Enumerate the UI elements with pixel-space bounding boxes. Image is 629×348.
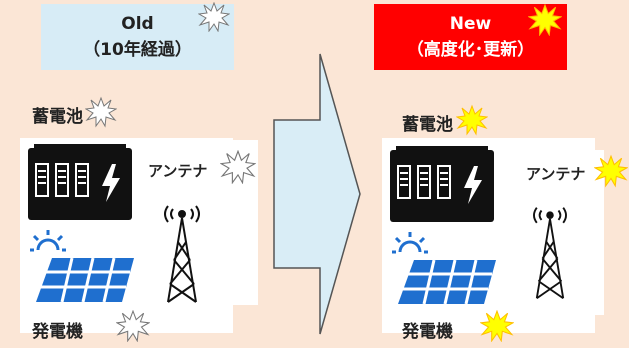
new-generator-label: 発電機 [402,322,453,342]
old-title-sparkle-icon [198,2,230,32]
new-title-sparkle-icon [528,4,562,36]
old-antenna-label: アンテナ [148,162,208,180]
new-antenna-tower-icon [533,207,567,300]
new-subtitle: （高度化･更新） [406,40,535,60]
new-battery-label: 蓄電池 [402,115,453,135]
old-battery-icon [28,144,132,220]
new-antenna-sparkle-icon [594,154,628,188]
old-antenna-tower-icon [164,205,200,303]
new-battery-icon [390,146,494,222]
new-generator-sparkle-icon [480,310,514,342]
old-subtitle: （10年経過） [83,40,192,60]
old-generator-sparkle-icon [116,310,150,342]
old-battery-label: 蓄電池 [32,107,83,127]
old-generator-label: 発電機 [32,322,83,342]
old-battery-sparkle-icon [85,96,117,128]
new-title: New [449,14,492,34]
new-antenna-panel [508,150,604,315]
old-title: Old [121,14,154,34]
old-antenna-sparkle-icon [220,150,256,184]
old-solar-panel-icon [30,230,134,303]
new-banner: New （高度化･更新） [374,4,567,70]
new-battery-sparkle-icon [456,104,488,136]
transition-arrow-icon [273,53,361,335]
new-antenna-label: アンテナ [526,165,586,183]
new-solar-panel-icon [392,232,496,305]
